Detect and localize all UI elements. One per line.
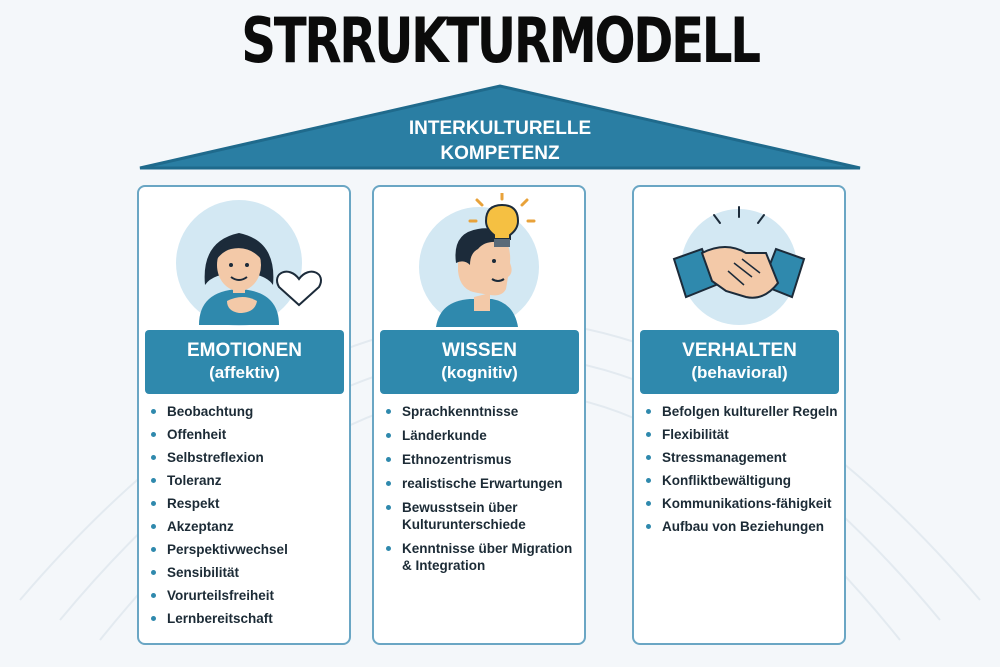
page-title: STRRUKTURMODELL: [241, 4, 761, 77]
woman-heart-icon: [176, 200, 322, 326]
list-item: Lernbereitschaft: [151, 610, 347, 627]
list-item: Akzeptanz: [151, 518, 347, 535]
list-item: Aufbau von Beziehungen: [646, 518, 842, 535]
pillar-item-list: Befolgen kultureller Regeln Flexibilität…: [646, 403, 842, 541]
pillar-verhalten: VERHALTEN (behavioral) Befolgen kulturel…: [632, 185, 846, 645]
list-item: Konfliktbewältigung: [646, 472, 842, 489]
pillar-subtitle: (behavioral): [691, 363, 788, 382]
list-item: Beobachtung: [151, 403, 347, 420]
list-item: Sensibilität: [151, 564, 347, 581]
list-item: Kenntnisse über Migration & Integration: [386, 540, 582, 574]
pillar-label: WISSEN (kognitiv): [380, 330, 579, 394]
roof-label-line1: INTERKULTURELLE: [408, 118, 592, 139]
pillar-title: WISSEN: [442, 340, 517, 361]
list-item: Offenheit: [151, 426, 347, 443]
pillar-wissen: WISSEN (kognitiv) Sprachkenntnisse Lände…: [372, 185, 586, 645]
list-item: Stressmanagement: [646, 449, 842, 466]
pillar-item-list: Sprachkenntnisse Länderkunde Ethnozentri…: [386, 403, 582, 581]
pillar-label: VERHALTEN (behavioral): [640, 330, 839, 394]
handshake-icon: [672, 206, 806, 325]
list-item: Sprachkenntnisse: [386, 403, 582, 420]
pillar-subtitle: (kognitiv): [441, 363, 518, 382]
pillar-label: EMOTIONEN (affektiv): [145, 330, 344, 394]
list-item: Vorurteilsfreiheit: [151, 587, 347, 604]
list-item: Länderkunde: [386, 427, 582, 444]
list-item: Toleranz: [151, 472, 347, 489]
pillar-item-list: Beobachtung Offenheit Selbstreflexion To…: [151, 403, 347, 633]
list-item: Ethnozentrismus: [386, 451, 582, 468]
list-item: Selbstreflexion: [151, 449, 347, 466]
roof-label-line2: KOMPETENZ: [440, 143, 560, 164]
list-item: Perspektivwechsel: [151, 541, 347, 558]
list-item: Bewusstsein über Kulturunterschiede: [386, 499, 582, 533]
list-item: Respekt: [151, 495, 347, 512]
pillar-subtitle: (affektiv): [209, 363, 280, 382]
list-item: realistische Erwartungen: [386, 475, 582, 492]
list-item: Befolgen kultureller Regeln: [646, 403, 842, 420]
roof-label: INTERKULTURELLE KOMPETENZ: [300, 116, 700, 166]
roof-triangle: [139, 84, 861, 170]
head-lightbulb-icon: [419, 193, 539, 327]
pillar-title: EMOTIONEN: [186, 340, 303, 361]
pillar-title: VERHALTEN: [682, 340, 797, 361]
pillar-emotionen: EMOTIONEN (affektiv) Beobachtung Offenhe…: [137, 185, 351, 645]
list-item: Kommunikations-fähigkeit: [646, 495, 842, 512]
list-item: Flexibilität: [646, 426, 842, 443]
